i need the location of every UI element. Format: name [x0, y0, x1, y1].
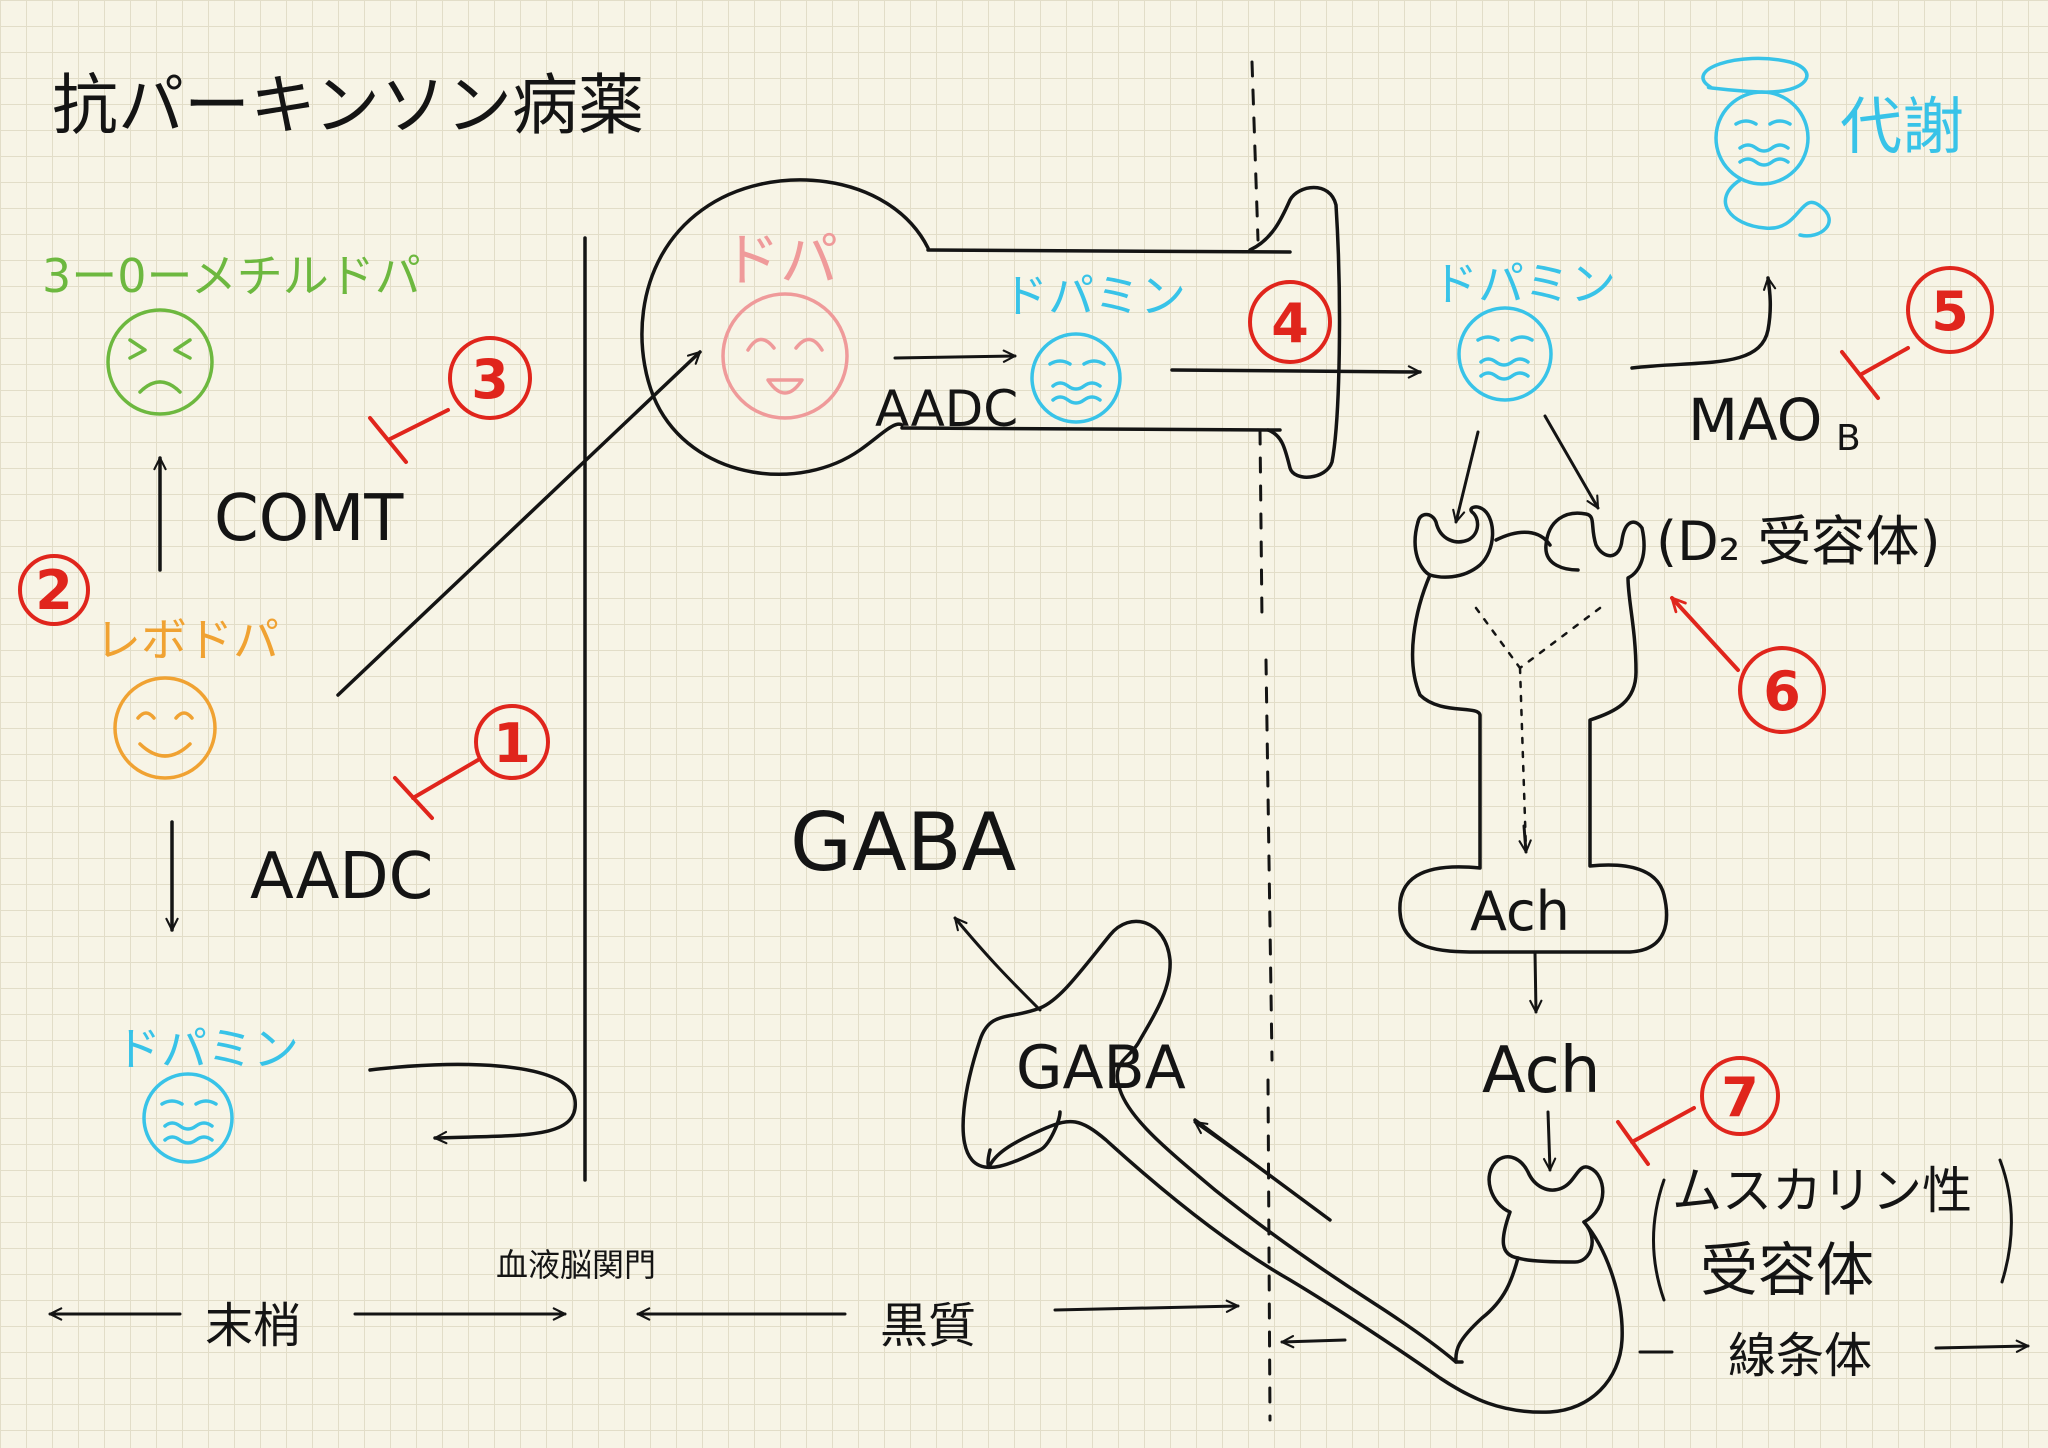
inhibition-mark-3: [368, 408, 450, 464]
marker-7: 7: [1700, 1056, 1780, 1136]
d2-receptor-pointer-arrow: [1670, 596, 1740, 672]
striatum-dopamine-face-icon: [1457, 306, 1553, 402]
aadc-nigra-arrow: [893, 349, 1017, 363]
dopamine-to-receptor-right-arrow: [1543, 414, 1600, 510]
page-title: 抗パーキンソン病薬: [52, 67, 644, 144]
methyldopa-label: 3ー0ーメチルドパ: [42, 249, 421, 303]
levodopa-label: レボドパ: [95, 613, 279, 667]
marker-6: 6: [1738, 646, 1826, 734]
striatum-arrow-left: [1280, 1334, 1347, 1349]
ach-cell-label: Ach: [1470, 880, 1570, 943]
dopamine-release-arrow: [1170, 365, 1422, 379]
levodopa-face-icon: [113, 676, 217, 780]
muscarinic-bracket-right: [1998, 1158, 2013, 1284]
marker-3: 3: [448, 336, 532, 420]
mao-metabolism-arrow: [1630, 276, 1777, 370]
methyldopa-face-icon: [106, 308, 214, 416]
comt-label: COMT: [214, 482, 404, 556]
marker-2-label: 2: [35, 559, 73, 622]
axon-terminal: [1248, 185, 1342, 479]
dopa-face-icon: [721, 292, 849, 420]
striatum-arrow-right: [1934, 1339, 2030, 1353]
muscarinic-label-line1: ムスカリン性: [1672, 1162, 1972, 1220]
substantia-nigra-label: 黒質: [880, 1298, 976, 1354]
gaba-label: GABA: [790, 796, 1017, 889]
mao-subscript: B: [1836, 418, 1861, 459]
levodopa-crossing-arrow: [336, 350, 702, 697]
gaba-neuron: [953, 916, 1624, 1414]
metabolized-face-icon: [1701, 56, 1831, 238]
nigra-striatum-boundary: [1250, 60, 1274, 1422]
marker-4: 4: [1248, 280, 1332, 364]
inhibition-mark-5: [1840, 346, 1910, 400]
ach-release-arrow: [1529, 950, 1543, 1014]
nigra-neuron: [640, 178, 1292, 477]
striatum-label: 線条体: [1728, 1328, 1872, 1384]
inhibition-mark-7: [1616, 1106, 1696, 1166]
marker-5-label: 5: [1931, 280, 1969, 343]
marker-1: 1: [474, 704, 550, 780]
marker-6-label: 6: [1763, 660, 1801, 723]
aadc-nigra-label: AADC: [875, 380, 1018, 438]
d2-receptor-label: (D₂ 受容体): [1656, 510, 1941, 573]
aadc-peripheral-label: AADC: [250, 840, 433, 914]
muscarinic-label-line2: 受容体: [1700, 1236, 1874, 1304]
nigra-dopamine-face-icon: [1030, 332, 1122, 424]
peripheral-dopamine-face-icon: [142, 1072, 234, 1164]
dopa-label: ドパ: [722, 226, 838, 294]
periphery-label: 末梢: [205, 1298, 301, 1354]
peripheral-dopamine-label: ドパミン: [115, 1022, 299, 1076]
inhibition-mark-1: [393, 758, 480, 820]
cholinergic-interneuron: [1398, 505, 1669, 954]
mao-label: MAO: [1688, 386, 1822, 454]
marker-4-label: 4: [1271, 292, 1309, 355]
nigra-dopamine-label: ドパミン: [1002, 269, 1186, 323]
dopamine-blocked-arrow: [368, 1062, 577, 1145]
muscarinic-bracket-left: [1652, 1178, 1666, 1302]
nigra-arrow-right: [1053, 1299, 1240, 1313]
ach-to-receptor-arrow: [1542, 1110, 1557, 1172]
dopamine-to-receptor-left-arrow: [1452, 430, 1480, 524]
marker-2: 2: [18, 554, 90, 626]
striatum-dopamine-label: ドパミン: [1432, 257, 1616, 311]
ach-label: Ach: [1482, 1034, 1600, 1108]
metabolism-label: 代謝: [1840, 90, 1964, 163]
marker-5: 5: [1906, 266, 1994, 354]
marker-7-label: 7: [1721, 1066, 1759, 1129]
marker-3-label: 3: [471, 348, 509, 411]
bbb-label: 血液脳関門: [496, 1246, 656, 1284]
marker-1-label: 1: [493, 712, 531, 775]
gaba-neuron-label: GABA: [1016, 1033, 1186, 1103]
